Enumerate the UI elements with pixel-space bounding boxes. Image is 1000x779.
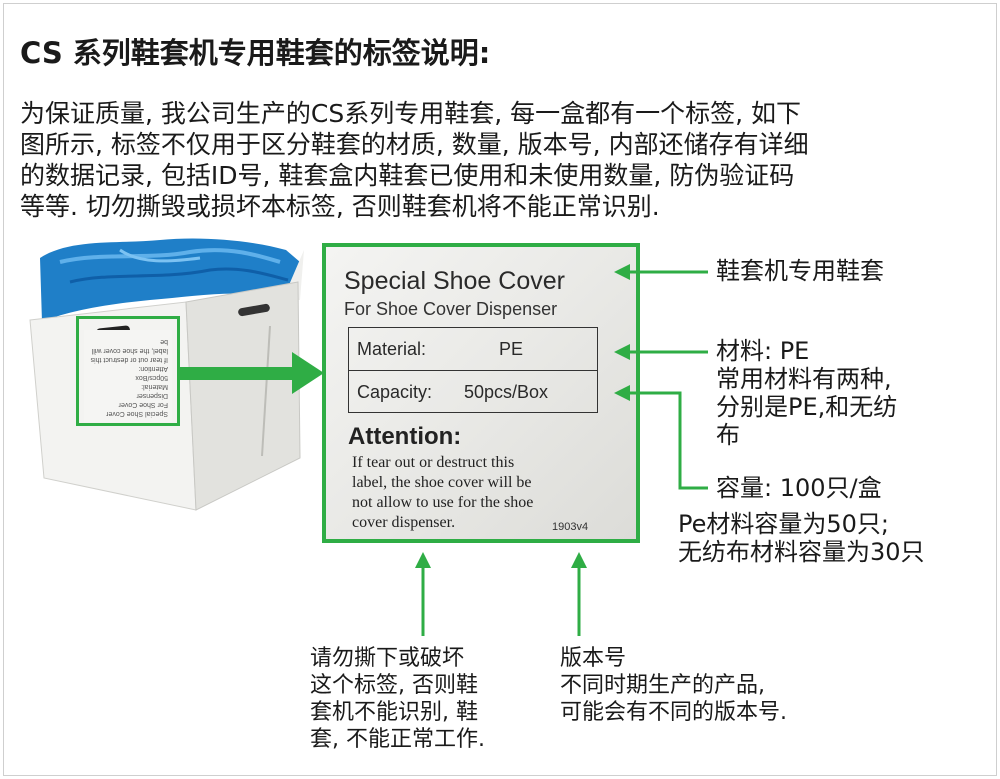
label-highlight-box: [76, 316, 180, 426]
intro-line: 的数据记录, 包括ID号, 鞋套盒内鞋套已使用和未使用数量, 防伪验证码: [20, 161, 795, 190]
material-key: Material:: [357, 339, 427, 359]
material-value: PE: [499, 339, 524, 359]
capacity-key: Capacity:: [357, 382, 433, 402]
enlarged-label: Special Shoe Cover For Shoe Cover Dispen…: [322, 243, 640, 543]
capacity-value: 50pcs/Box: [464, 382, 549, 402]
annotation-special: 鞋套机专用鞋套: [716, 257, 884, 285]
attention-line: label, the shoe cover will be: [352, 474, 532, 491]
annotation-material-line: 布: [716, 421, 740, 449]
label-title: Special Shoe Cover: [344, 267, 565, 295]
attention-text: If tear out or destruct this label, the …: [352, 453, 612, 533]
label-version: 1903v4: [552, 521, 589, 533]
material-row: Material: PE: [349, 328, 597, 371]
annotation-warning-line: 这个标签, 否则鞋: [310, 673, 478, 698]
box-illustration: [29, 238, 304, 511]
annotation-warning: 请勿撕下或破坏 这个标签, 否则鞋 套机不能识别, 鞋 套, 不能正常工作.: [310, 645, 485, 753]
annotation-material: 材料: PE 常用材料有两种, 分别是PE,和无纺 布: [716, 337, 897, 449]
attention-line: not allow to use for the shoe: [352, 494, 534, 511]
intro-line: 为保证质量, 我公司生产的CS系列专用鞋套, 每一盒都有一个标签, 如下: [20, 99, 802, 128]
image-frame: [3, 3, 997, 776]
annotation-capacity-note: Pe材料容量为50只; 无纺布材料容量为30只: [678, 510, 925, 566]
annotation-warning-line: 套机不能识别, 鞋: [310, 700, 478, 725]
annotation-version-line: 可能会有不同的版本号.: [560, 700, 787, 725]
annotation-material-line: 分别是PE,和无纺: [716, 393, 898, 421]
annotation-version-line: 版本号: [560, 646, 627, 671]
label-spec-table: Material: PE Capacity: 50pcs/Box: [348, 327, 598, 413]
attention-heading: Attention:: [348, 423, 462, 450]
annotation-version-line: 不同时期生产的产品,: [560, 673, 765, 698]
annotation-warning-line: 请勿撕下或破坏: [310, 646, 465, 671]
annotation-warning-line: 套, 不能正常工作.: [310, 727, 485, 752]
capacity-row: Capacity: 50pcs/Box: [349, 371, 597, 413]
annotation-version: 版本号 不同时期生产的产品, 可能会有不同的版本号.: [560, 645, 787, 726]
annotation-capacity: 容量: 100只/盒: [716, 474, 882, 502]
annotation-material-line: 材料: PE: [716, 337, 810, 365]
intro-line: 等等. 切勿撕毁或损坏本标签, 否则鞋套机将不能正常识别.: [20, 192, 660, 221]
intro-paragraph: 为保证质量, 我公司生产的CS系列专用鞋套, 每一盒都有一个标签, 如下 图所示…: [20, 98, 980, 222]
intro-line: 图所示, 标签不仅用于区分鞋套的材质, 数量, 版本号, 内部还储存有详细: [20, 130, 809, 159]
annotation-material-line: 常用材料有两种,: [716, 365, 892, 393]
attention-line: If tear out or destruct this: [352, 454, 515, 471]
page-title: CS 系列鞋套机专用鞋套的标签说明:: [20, 36, 491, 70]
attention-line: cover dispenser.: [352, 514, 456, 531]
label-subtitle: For Shoe Cover Dispenser: [344, 299, 558, 319]
annotation-capacity-note-line: Pe材料容量为50只;: [678, 510, 890, 538]
annotation-capacity-note-line: 无纺布材料容量为30只: [678, 538, 925, 566]
